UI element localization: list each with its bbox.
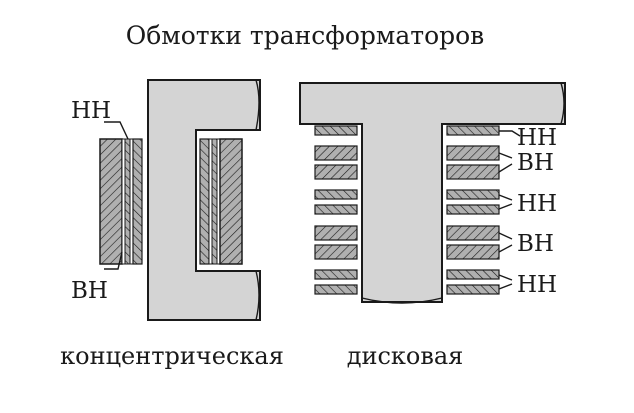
disk-core (299, 82, 566, 303)
label-disk-2: ВН (517, 150, 554, 176)
concentric-core (147, 79, 261, 321)
coil-lv-inner-left-a (124, 138, 131, 265)
label-concentric-lv: НН (71, 98, 111, 124)
disk-stack-right (446, 125, 500, 295)
leader-disk-4 (498, 232, 513, 253)
core-break-bottom (255, 270, 260, 321)
coil-hv-outer-left (99, 138, 123, 265)
disk-right-2 (446, 145, 500, 161)
leader-disk-2 (498, 152, 513, 173)
label-concentric-hv: ВН (71, 278, 108, 304)
disk-left-3 (314, 164, 358, 180)
core-break-top (255, 79, 260, 131)
leader-disk-5 (498, 274, 513, 290)
leader-concentric-hv (104, 251, 123, 270)
disk-right-3 (446, 164, 500, 180)
label-disk-5: НН (517, 272, 557, 298)
leader-disk-3 (498, 194, 513, 210)
label-disk-1: НН (517, 125, 557, 151)
caption-concentric: концентрическая (60, 342, 284, 370)
disk-right-8 (446, 269, 500, 280)
disk-core-break-right (560, 82, 565, 125)
disk-left-5 (314, 204, 358, 215)
concentric-coil-right (199, 138, 243, 265)
disk-left-2 (314, 145, 358, 161)
coil-lv-inner-left-b (132, 138, 143, 265)
leader-concentric-lv (104, 121, 129, 140)
disk-left-7 (314, 244, 358, 260)
label-disk-3: НН (517, 191, 557, 217)
disk-left-8 (314, 269, 358, 280)
disk-right-7 (446, 244, 500, 260)
caption-disk: дисковая (347, 342, 464, 370)
disk-right-5 (446, 204, 500, 215)
disk-left-4 (314, 189, 358, 200)
disk-left-6 (314, 225, 358, 241)
disk-right-4 (446, 189, 500, 200)
disk-core-break-bottom (361, 297, 443, 304)
disk-right-1 (446, 125, 500, 136)
diagram-title: Обмотки трансформаторов (126, 21, 485, 50)
disk-stack-left (314, 125, 358, 295)
concentric-coil-left (99, 138, 143, 265)
disk-left-9 (314, 284, 358, 295)
concentric-winding-group: НН ВН концентрическая (60, 79, 284, 370)
disk-right-6 (446, 225, 500, 241)
disk-winding-group: НН ВН НН ВН НН дисковая (299, 82, 566, 370)
disk-left-1 (314, 125, 358, 136)
coil-hv-outer-right (219, 138, 243, 265)
leader-disk-1 (499, 130, 521, 137)
coil-lv-inner-right-a (211, 138, 218, 265)
coil-lv-inner-right-b (199, 138, 210, 265)
label-disk-4: ВН (517, 231, 554, 257)
disk-right-9 (446, 284, 500, 295)
